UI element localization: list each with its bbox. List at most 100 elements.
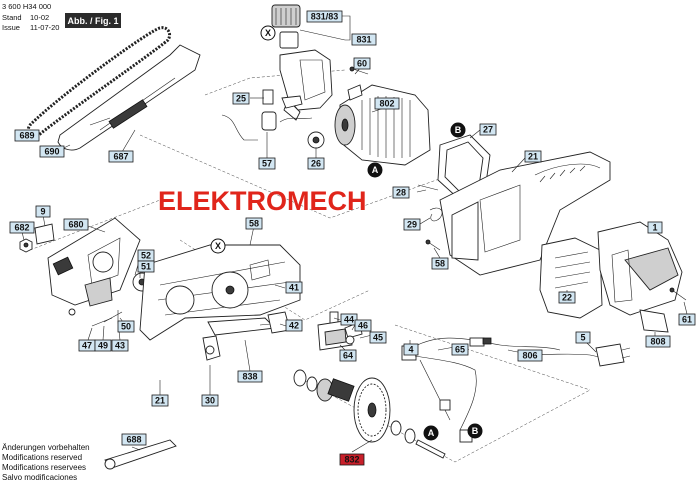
svg-text:21: 21 xyxy=(155,396,165,406)
svg-text:680: 680 xyxy=(68,220,83,230)
marker-a-harness: A xyxy=(423,425,439,441)
guide-bar xyxy=(57,44,201,151)
housing-left-half xyxy=(139,244,301,341)
figure-label-box xyxy=(65,13,121,28)
screws xyxy=(349,66,687,301)
svg-text:42: 42 xyxy=(289,321,299,331)
svg-text:49: 49 xyxy=(98,341,108,351)
svg-text:808: 808 xyxy=(650,337,665,347)
callout-61: 61 xyxy=(678,313,696,326)
svg-text:26: 26 xyxy=(311,159,321,169)
svg-text:65: 65 xyxy=(455,345,465,355)
callout-49: 49 xyxy=(94,339,112,352)
callout-680: 680 xyxy=(63,218,89,231)
side-cover xyxy=(539,237,603,319)
svg-text:64: 64 xyxy=(343,351,353,361)
callout-43: 43 xyxy=(111,339,129,352)
stand-label: Stand xyxy=(2,13,22,22)
svg-text:689: 689 xyxy=(19,131,34,141)
callout-9: 9 xyxy=(35,205,51,218)
callout-808: 808 xyxy=(645,335,671,348)
header-block: 3 600 H34 000 Stand 10-02 Issue 11-07-20… xyxy=(2,2,121,32)
footer-note-fr: Modifications reservees xyxy=(2,463,86,472)
svg-text:1: 1 xyxy=(652,223,657,233)
svg-text:832: 832 xyxy=(344,455,359,465)
callout-47: 47 xyxy=(78,339,96,352)
svg-text:27: 27 xyxy=(483,125,493,135)
callout-30: 30 xyxy=(201,394,219,407)
svg-text:25: 25 xyxy=(236,94,246,104)
callout-64: 64 xyxy=(339,349,357,362)
callout-802: 802 xyxy=(374,97,400,110)
callout-688: 688 xyxy=(121,433,147,446)
callout-687: 687 xyxy=(108,150,134,163)
svg-text:28: 28 xyxy=(396,188,406,198)
callout-21-left: 21 xyxy=(151,394,169,407)
footer-note-en: Modifications reserved xyxy=(2,453,82,462)
saw-chain xyxy=(26,26,172,137)
svg-text:44: 44 xyxy=(344,315,354,325)
callout-42: 42 xyxy=(285,319,303,332)
svg-text:690: 690 xyxy=(44,147,59,157)
callout-831-83: 831/83 xyxy=(306,10,343,23)
svg-text:61: 61 xyxy=(682,315,692,325)
switch-parts xyxy=(317,311,363,351)
strain-relief-plate xyxy=(639,309,669,333)
svg-text:57: 57 xyxy=(262,159,272,169)
svg-text:29: 29 xyxy=(407,220,417,230)
svg-text:60: 60 xyxy=(357,59,367,69)
svg-text:4: 4 xyxy=(408,345,413,355)
combi-wrench xyxy=(104,439,177,470)
callout-65: 65 xyxy=(451,343,469,356)
issue-label: Issue xyxy=(2,23,20,32)
callout-41: 41 xyxy=(285,281,303,294)
stand-value: 10-02 xyxy=(30,13,49,22)
svg-text:50: 50 xyxy=(121,322,131,332)
brake-parts xyxy=(202,311,293,361)
callout-50: 50 xyxy=(117,320,135,333)
svg-text:51: 51 xyxy=(141,262,151,272)
svg-text:46: 46 xyxy=(358,321,368,331)
marker-x-top: X xyxy=(260,25,276,41)
callout-58-left: 58 xyxy=(245,217,263,230)
svg-text:45: 45 xyxy=(373,333,383,343)
oil-pump-parts xyxy=(221,89,325,149)
callout-57: 57 xyxy=(258,157,276,170)
callout-46: 46 xyxy=(354,319,372,332)
markers: X X A B A B xyxy=(210,25,483,441)
chain-cover xyxy=(47,217,141,306)
svg-text:A: A xyxy=(372,165,379,175)
svg-text:41: 41 xyxy=(289,283,299,293)
label-and-nut xyxy=(19,223,55,253)
marker-b-harness: B xyxy=(467,423,483,439)
footer-note-es: Salvo modificaciones xyxy=(2,473,77,482)
front-cover xyxy=(597,221,683,316)
callout-52: 52 xyxy=(137,249,155,262)
svg-text:47: 47 xyxy=(82,341,92,351)
marker-b-motor: B xyxy=(450,122,466,138)
callout-838: 838 xyxy=(237,370,263,383)
motor-housing xyxy=(439,151,611,276)
callout-690: 690 xyxy=(39,145,65,158)
svg-text:687: 687 xyxy=(113,152,128,162)
callout-21-right: 21 xyxy=(524,150,542,163)
callout-682: 682 xyxy=(9,221,35,234)
svg-text:X: X xyxy=(215,241,221,251)
callout-689: 689 xyxy=(14,129,40,142)
svg-text:5: 5 xyxy=(580,333,585,343)
svg-text:52: 52 xyxy=(141,251,151,261)
callouts: 831/83 831 60 802 25 57 26 27 21 28 29 5… xyxy=(9,10,696,466)
callout-26: 26 xyxy=(307,157,325,170)
watermark-text: ELEKTROMECH xyxy=(158,186,367,216)
callout-25: 25 xyxy=(232,92,250,105)
svg-text:58: 58 xyxy=(249,219,259,229)
svg-text:22: 22 xyxy=(562,293,572,303)
svg-text:831/83: 831/83 xyxy=(311,12,339,22)
svg-text:21: 21 xyxy=(528,152,538,162)
callout-832: 832 xyxy=(339,453,365,466)
callout-4: 4 xyxy=(403,343,419,356)
callout-1: 1 xyxy=(647,221,663,234)
marker-a-motor: A xyxy=(367,162,383,178)
svg-text:9: 9 xyxy=(40,207,45,217)
